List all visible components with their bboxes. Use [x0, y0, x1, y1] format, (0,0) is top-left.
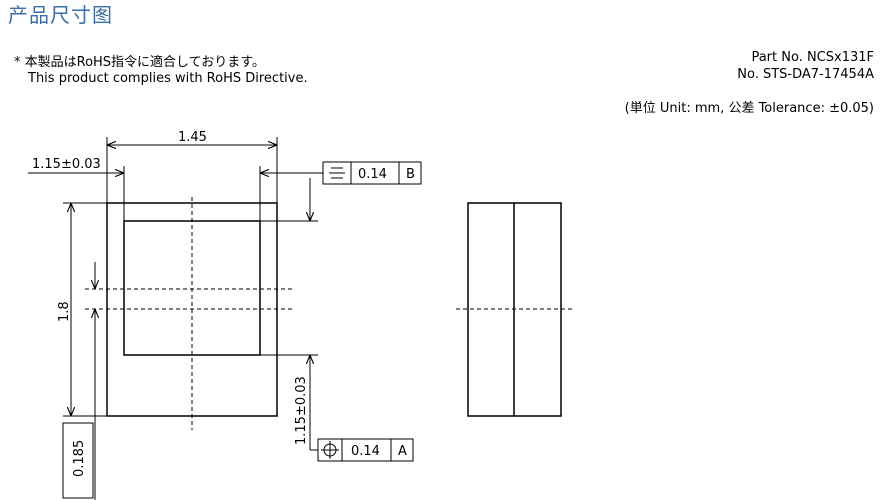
- dimension-inset-horizontal-label: 1.15±0.03: [32, 157, 101, 172]
- rohs-note-english: This product complies with RoHS Directiv…: [28, 71, 308, 86]
- rohs-note: * 本製品はRoHS指令に適合しております。 This product comp…: [14, 55, 308, 87]
- edge-thickness-box: [62, 422, 94, 499]
- rohs-note-japanese: * 本製品はRoHS指令に適合しております。: [14, 55, 265, 70]
- dimension-height: [63, 202, 107, 417]
- dimension-width-label: 1.45: [178, 130, 207, 145]
- front-view: [85, 197, 295, 430]
- dimension-inset-vertical: [260, 178, 318, 451]
- tolerance-frame-b-value: 0.14: [358, 167, 387, 182]
- tolerance-frame-b: 0.14 B: [322, 161, 422, 185]
- tolerance-frame-a-datum: A: [398, 444, 407, 459]
- side-view: [456, 202, 574, 417]
- dimension-height-label: 1.8: [57, 301, 72, 322]
- symmetry-icon: [329, 167, 345, 179]
- part-info: Part No. NCSx131F No. STS-DA7-17454A: [737, 49, 874, 83]
- dimension-inset-vertical-label: 1.15±0.03: [294, 376, 309, 445]
- dimension-width: [106, 137, 278, 203]
- part-number: Part No. NCSx131F: [751, 50, 874, 65]
- dimension-inset-horizontal: [28, 166, 323, 221]
- tolerance-frame-a: 0.14 A: [317, 438, 414, 462]
- document-number: No. STS-DA7-17454A: [737, 67, 874, 82]
- page-title: 产品尺寸图: [8, 3, 113, 27]
- position-icon: [321, 441, 339, 459]
- tolerance-frame-b-datum: B: [406, 167, 415, 182]
- edge-thickness-label: 0.185: [72, 440, 87, 477]
- tolerance-frame-a-value: 0.14: [351, 444, 380, 459]
- units-tolerance-note: (単位 Unit: mm, 公差 Tolerance: ±0.05): [624, 101, 874, 116]
